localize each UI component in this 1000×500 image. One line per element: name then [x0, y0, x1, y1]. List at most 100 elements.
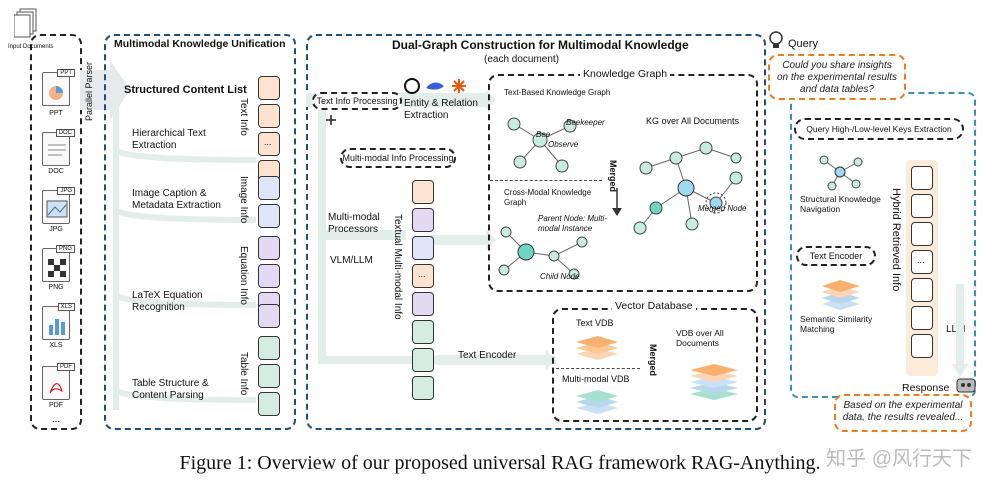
image-info-label: Image Info	[238, 176, 249, 224]
pdf-icon	[49, 383, 63, 394]
table-cell	[258, 336, 280, 360]
hybrid-cell	[911, 222, 933, 246]
doc-tag-png: PNG	[55, 245, 75, 253]
dual-graph-panel	[306, 34, 766, 430]
doc-png-label: PNG	[48, 284, 64, 291]
doc-pdf-label: PDF	[49, 402, 63, 409]
hybrid-cell-ellipsis: ...	[917, 255, 925, 265]
vlm-label: VLM/LLM	[330, 255, 373, 266]
input-documents-title: Input Documents	[8, 44, 54, 50]
doc-tag-xls: XLS	[57, 303, 75, 311]
text-info-processing-pill: Text Info Processing	[312, 92, 402, 110]
robot-icon	[954, 376, 978, 394]
text-cell	[258, 76, 280, 100]
llm-arrow	[952, 284, 968, 378]
text-cell-ellipsis: ...	[264, 137, 272, 147]
vdb-all-label: VDB over All Documents	[676, 328, 724, 348]
mm-vdb-stack-icon	[576, 390, 618, 414]
step-table: Table Structure & Content Parsing	[132, 378, 209, 401]
multimodal-processing-pill: Multi-modal Info Processing	[340, 148, 456, 168]
table-cell	[258, 364, 280, 388]
vdb-merged-label: Merged	[648, 344, 658, 377]
merged-arrow-icon	[612, 188, 622, 216]
dual-graph-subtitle: (each document)	[484, 54, 560, 65]
kg-all-label: KG over All Documents	[646, 116, 740, 126]
whale-icon	[426, 82, 444, 90]
cross-modal-kg-label: Cross-Modal Knowledge Graph	[504, 188, 592, 207]
kg-all-graph	[633, 141, 743, 235]
mm-vdb-label: Multi-modal VDB	[562, 374, 630, 384]
image-cell	[258, 176, 280, 200]
entity-extraction-label: Entity & Relation Extraction	[404, 98, 478, 121]
doc-tag-jpg: JPG	[57, 187, 75, 195]
structural-nav-icon	[819, 155, 863, 191]
semantic-label: Semantic Similarity Matching	[800, 314, 873, 334]
hybrid-cell	[911, 278, 933, 302]
knowledge-graph-title: Knowledge Graph	[580, 68, 671, 80]
doc-jpg-label: JPG	[49, 226, 63, 233]
vector-db-title: Vector Database	[612, 300, 696, 312]
doc-doc: DOC	[42, 129, 75, 166]
kg-divider	[490, 180, 602, 181]
vdb-divider	[556, 368, 640, 369]
equation-info-label: Equation Info	[238, 246, 249, 305]
doc-pdf: PDF	[42, 363, 75, 400]
child-node-label: Child Node	[540, 272, 580, 281]
doc-jpg: JPG	[42, 187, 75, 224]
text-mm-cell	[412, 180, 434, 204]
doc-ppt: PPT	[42, 69, 75, 106]
response-label: Response	[902, 382, 950, 394]
openai-icon	[404, 78, 420, 94]
doc-tag-doc: DOC	[55, 129, 75, 137]
doc-png: PNG	[42, 245, 75, 282]
llm-logos	[404, 76, 474, 96]
equation-cell	[258, 236, 280, 260]
spark-icon	[452, 79, 466, 93]
equation-cell	[258, 304, 280, 328]
dual-graph-title: Dual-Graph Construction for Multimodal K…	[392, 38, 689, 52]
image-cell	[258, 204, 280, 228]
text-lines-icon	[48, 144, 66, 156]
llm-label: LLM	[946, 324, 966, 335]
watermark: 知乎 @风行天下	[826, 448, 972, 470]
node-beekeeper: Beekeeper	[566, 118, 605, 127]
semantic-stack-icon	[822, 280, 860, 310]
table-cell	[258, 392, 280, 416]
input-documents-panel	[30, 34, 82, 430]
unification-arrows	[113, 100, 257, 410]
hybrid-label: Hybrid Retrieved Info	[890, 188, 902, 292]
doc-tag-ppt: PPT	[57, 69, 75, 77]
table-info-label: Table Info	[238, 352, 249, 396]
bar-chart-icon	[49, 319, 65, 335]
cross-modal-graph	[498, 226, 588, 280]
figure-caption: Figure 1: Overview of our proposed unive…	[179, 452, 821, 474]
step-latex: LaTeX Equation Recognition	[132, 290, 203, 313]
text-mm-cell	[412, 320, 434, 344]
text-info-label: Text Info	[238, 98, 249, 136]
node-bee: Bee	[536, 130, 551, 139]
kg-merged-label: Merged	[608, 160, 618, 193]
hybrid-cell	[911, 334, 933, 358]
keys-extraction-pill: Query High-/Low-level Keys Extraction	[794, 118, 964, 140]
structured-list-title: Structured Content List	[124, 84, 247, 96]
input-documents-icon	[13, 8, 40, 38]
step-hierarchical-text: Hierarchical Text Extraction	[132, 128, 206, 151]
lightbulb-icon	[768, 30, 784, 50]
text-encoder-pill: Text Encoder	[796, 246, 876, 266]
hybrid-cell	[911, 306, 933, 330]
text-based-kg-label: Text-Based Knowledge Graph	[504, 88, 611, 97]
doc-tag-pdf: PDF	[57, 363, 75, 371]
structural-nav-label: Structural Knowledge Navigation	[800, 194, 881, 214]
text-vdb-label: Text VDB	[576, 318, 614, 328]
response-box: Based on the experimental data, the resu…	[834, 394, 972, 432]
text-mm-cell	[412, 292, 434, 316]
textual-mm-stack: ...	[410, 180, 442, 420]
checker-icon	[48, 259, 66, 277]
hybrid-cell	[911, 194, 933, 218]
equation-cell-ellipsis: ...	[264, 297, 272, 307]
hybrid-cell: ...	[911, 250, 933, 274]
text-mm-cell	[412, 376, 434, 400]
step-image-caption: Image Caption & Metadata Extraction	[132, 188, 221, 211]
node-observe: Observe	[548, 140, 579, 149]
textual-mm-label: Textual Multi-modal Info	[392, 214, 403, 320]
